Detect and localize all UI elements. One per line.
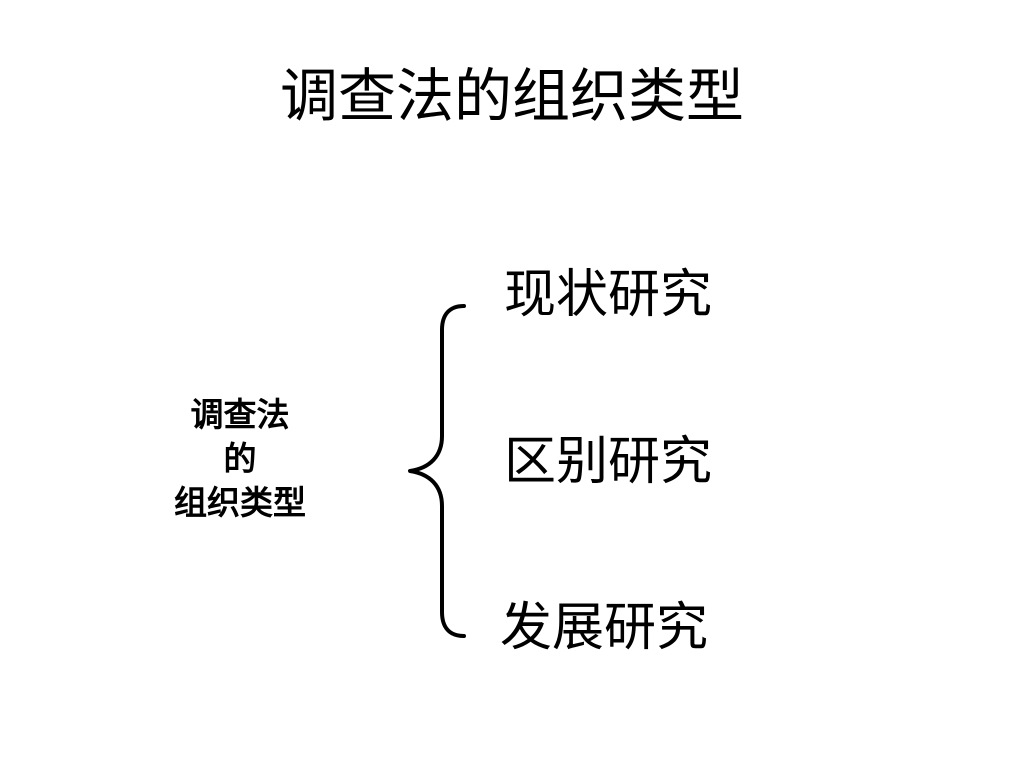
branch-difference-research: 区别研究 xyxy=(504,432,713,492)
curly-brace-path xyxy=(408,304,466,638)
root-label-line-2: 的 xyxy=(223,439,257,478)
root-label-line-1: 调查法 xyxy=(190,395,290,434)
curly-brace-connector xyxy=(408,304,466,638)
branch-development-research: 发展研究 xyxy=(500,598,709,658)
branch-status-research: 现状研究 xyxy=(504,265,713,325)
root-label-line-3: 组织类型 xyxy=(174,483,306,522)
slide-title: 调查法的组织类型 xyxy=(279,62,744,130)
root-node-label: 调查法 的 组织类型 xyxy=(140,393,340,525)
